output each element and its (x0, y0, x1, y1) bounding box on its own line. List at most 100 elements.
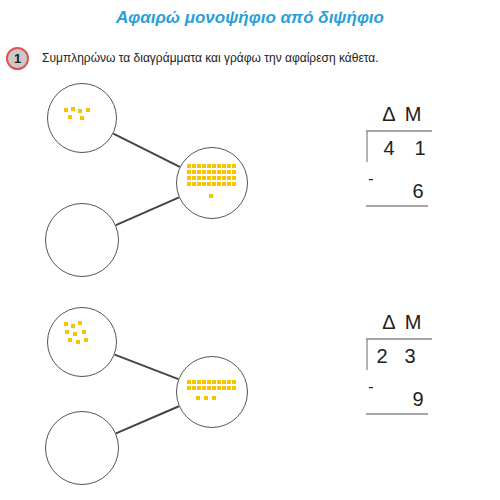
part-circle (47, 307, 117, 377)
block-cube (212, 182, 216, 186)
digit: 4 (383, 137, 394, 160)
block-cube (217, 176, 221, 180)
block-cube (192, 176, 196, 180)
block-cube (232, 386, 236, 390)
block-cube (187, 386, 191, 390)
block-cube (187, 170, 191, 174)
block-cube (82, 330, 86, 334)
block-cube (207, 380, 211, 384)
column-rules (366, 131, 432, 414)
block-cube (64, 108, 68, 112)
part-circle (45, 411, 119, 485)
block-cube (212, 170, 216, 174)
block-cube (212, 176, 216, 180)
digit: 3 (404, 345, 415, 368)
block-cube (78, 321, 82, 325)
block-cube (197, 170, 201, 174)
digit: 9 (412, 388, 423, 411)
column-header: Δ (382, 311, 395, 334)
exercise-number: 1 (6, 47, 29, 70)
block-cube (84, 338, 88, 342)
result-rule (366, 205, 428, 206)
whole-circle (176, 147, 248, 219)
block-cube (187, 164, 191, 168)
column-header: Μ (405, 103, 422, 126)
minus-sign: - (368, 170, 373, 188)
block-cube (212, 164, 216, 168)
whole-circle (176, 356, 248, 428)
block-cube (202, 170, 206, 174)
block-cube (232, 164, 236, 168)
header-rule (366, 130, 432, 131)
block-cube (196, 396, 200, 400)
block-cube (71, 107, 75, 111)
block-cube (192, 170, 196, 174)
block-cube (197, 176, 201, 180)
block-cube (227, 176, 231, 180)
block-cube (232, 170, 236, 174)
block-cube (68, 115, 72, 119)
bond-connector (115, 355, 179, 380)
block-cube (204, 396, 208, 400)
column-rule (366, 131, 367, 162)
block-cube (217, 386, 221, 390)
block-cube (192, 386, 196, 390)
block-cube (222, 164, 226, 168)
block-cube (202, 380, 206, 384)
block-cube (212, 380, 216, 384)
block-cube (202, 182, 206, 186)
minus-sign: - (368, 378, 373, 396)
block-cube (197, 386, 201, 390)
digit: 2 (376, 345, 387, 368)
column-rule (366, 339, 367, 370)
digit: 1 (414, 137, 425, 160)
block-cube (209, 194, 213, 198)
block-cube (197, 182, 201, 186)
column-header: Δ (382, 103, 395, 126)
block-cube (227, 386, 231, 390)
block-cube (232, 380, 236, 384)
block-cube (222, 182, 226, 186)
block-cube (217, 170, 221, 174)
block-cube (207, 182, 211, 186)
part-circle (47, 83, 117, 153)
block-cube (187, 176, 191, 180)
block-cube (227, 380, 231, 384)
block-cube (212, 396, 216, 400)
result-rule (366, 413, 428, 414)
block-cube (78, 109, 82, 113)
worksheet-title: Αφαιρώ μονοψήφιο από διψήφιο (0, 8, 500, 28)
digit: 6 (412, 180, 423, 203)
block-cube (222, 386, 226, 390)
header-rule (366, 338, 432, 339)
block-cube (222, 176, 226, 180)
part-circle (45, 203, 119, 277)
block-cube (71, 324, 75, 328)
block-cube (207, 176, 211, 180)
block-cube (192, 380, 196, 384)
block-cube (222, 170, 226, 174)
bond-connector (113, 134, 179, 167)
block-cube (217, 182, 221, 186)
block-cube (232, 176, 236, 180)
bond-connector (116, 197, 179, 225)
block-cube (227, 170, 231, 174)
block-cube (227, 164, 231, 168)
block-cube (86, 108, 90, 112)
block-cube (217, 164, 221, 168)
block-cube (227, 182, 231, 186)
block-cube (192, 164, 196, 168)
block-cube (80, 116, 84, 120)
block-cube (197, 164, 201, 168)
block-cube (222, 380, 226, 384)
block-cube (202, 176, 206, 180)
block-cube (197, 380, 201, 384)
block-cube (232, 182, 236, 186)
block-cube (207, 164, 211, 168)
block-cube (64, 322, 68, 326)
block-cube (187, 182, 191, 186)
block-cube (68, 338, 72, 342)
block-cube (217, 380, 221, 384)
